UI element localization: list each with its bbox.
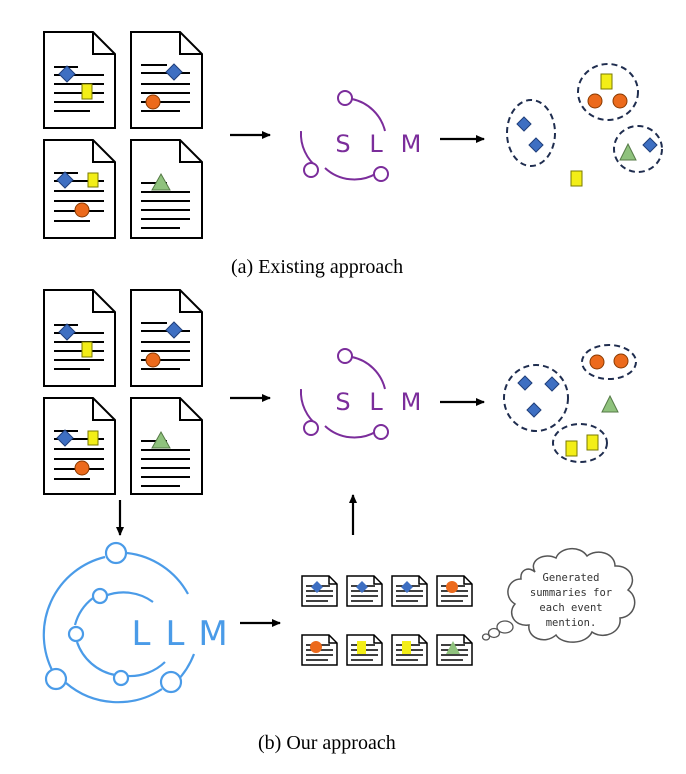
circle-icon: [74, 460, 90, 476]
cluster-ring: [581, 344, 637, 380]
triangle-icon: [446, 641, 460, 654]
circle-icon: [446, 581, 458, 593]
slm-letter-3: M: [401, 130, 422, 158]
square-icon: [87, 172, 99, 188]
circle-icon: [613, 353, 629, 369]
diamond-icon: [56, 429, 74, 447]
document-b3: [43, 397, 116, 495]
diamond-icon: [165, 63, 183, 81]
slm-letter-1: S: [335, 130, 350, 158]
summary-doc: [391, 634, 428, 666]
square-icon: [357, 641, 366, 654]
circle-icon: [310, 641, 322, 653]
caption-our-approach: (b) Our approach: [258, 732, 396, 754]
circle-icon: [612, 93, 628, 109]
square-icon: [570, 170, 583, 187]
llm-logo: L L M: [42, 541, 228, 704]
cluster-ring: [503, 364, 569, 432]
bubble-line-4: mention.: [546, 617, 597, 629]
square-icon: [81, 83, 93, 100]
caption-existing-approach: (a) Existing approach: [231, 256, 404, 278]
square-icon: [402, 641, 411, 654]
document-a2: [130, 31, 203, 129]
summary-doc: [391, 575, 428, 607]
diamond-icon: [58, 323, 76, 341]
summary-doc: [346, 634, 383, 666]
square-icon: [87, 430, 99, 446]
clusters-a: [506, 63, 663, 187]
square-icon: [600, 73, 613, 90]
triangle-icon: [619, 142, 637, 161]
cluster-ring: [506, 99, 556, 167]
document-a1: [43, 31, 116, 129]
summary-doc: [301, 575, 338, 607]
cluster-ring: [552, 423, 608, 463]
diamond-icon: [517, 375, 533, 391]
summary-doc: [346, 575, 383, 607]
summary-doc: [301, 634, 338, 666]
slm-logo: S L M: [299, 90, 422, 182]
circle-icon: [587, 93, 603, 109]
square-icon: [565, 440, 578, 457]
clusters-b: [503, 344, 637, 463]
llm-letter-3: M: [198, 614, 227, 654]
slm-letter-1: S: [335, 388, 350, 416]
diamond-icon: [356, 581, 368, 593]
document-b1: [43, 289, 116, 387]
bubble-line-2: summaries for: [530, 587, 612, 599]
triangle-icon: [151, 430, 171, 449]
summary-doc: [436, 634, 473, 666]
section-a: S L M: [43, 31, 663, 239]
diamond-icon: [401, 581, 413, 593]
llm-letter-1: L: [132, 614, 151, 654]
slm-logo: S L M: [299, 348, 422, 440]
diamond-icon: [526, 402, 542, 418]
square-icon: [81, 341, 93, 358]
square-icon: [586, 434, 599, 451]
circle-icon: [589, 354, 605, 370]
diamond-icon: [642, 137, 658, 153]
diamond-icon: [58, 65, 76, 83]
document-a4: [130, 139, 203, 239]
document-b4: [130, 397, 203, 495]
slm-letter-2: L: [369, 388, 383, 416]
circle-icon: [74, 202, 90, 218]
bubble-line-1: Generated: [543, 572, 600, 584]
llm-letter-2: L: [166, 614, 185, 654]
summary-docs: [301, 575, 473, 666]
cluster-ring: [577, 63, 639, 121]
section-b: S L M: [42, 289, 637, 704]
slm-letter-3: M: [401, 388, 422, 416]
diamond-icon: [56, 171, 74, 189]
circle-icon: [145, 352, 161, 368]
slm-letter-2: L: [369, 130, 383, 158]
diamond-icon: [165, 321, 183, 339]
triangle-icon: [601, 394, 619, 413]
diamond-icon: [516, 116, 532, 132]
document-b2: [130, 289, 203, 387]
cluster-ring: [613, 125, 663, 173]
document-a3: [43, 139, 116, 239]
diamond-icon: [528, 137, 544, 153]
summary-doc: [436, 575, 473, 607]
circle-icon: [145, 94, 161, 110]
bubble-line-3: each event: [539, 602, 602, 614]
diamond-icon: [311, 581, 323, 593]
thought-bubble: Generated summaries for each event menti…: [481, 548, 636, 643]
diamond-icon: [544, 376, 560, 392]
triangle-icon: [151, 172, 171, 191]
